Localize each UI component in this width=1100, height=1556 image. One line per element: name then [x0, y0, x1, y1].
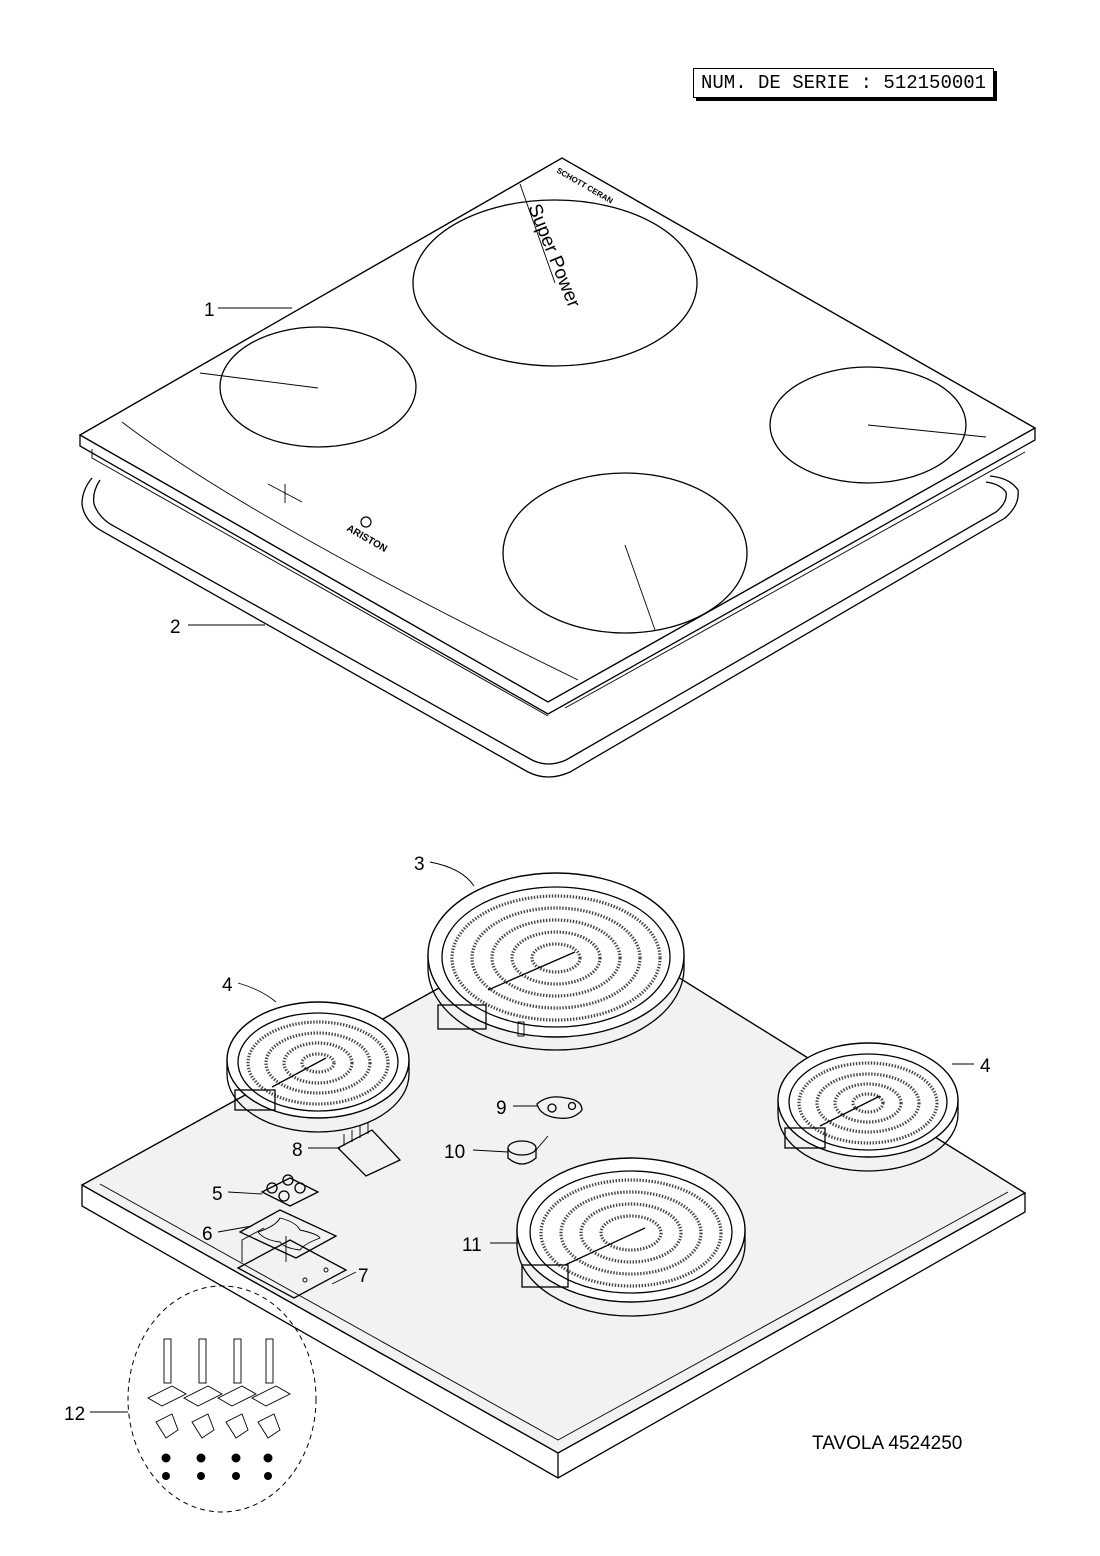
callout-11: 11: [462, 1235, 482, 1256]
callout-4-right: 4: [980, 1056, 991, 1077]
insulation-gasket: [238, 1209, 338, 1259]
fixing-screw-column-1: [147, 1338, 187, 1480]
callout-10: 10: [444, 1142, 465, 1163]
bracket: [336, 1122, 402, 1177]
callout-3: 3: [414, 854, 425, 875]
mounting-plate: [236, 1227, 348, 1299]
fixing-screw-column-3: [217, 1338, 257, 1480]
callout-4-left: 4: [222, 975, 233, 996]
fixing-kit: [127, 1285, 317, 1513]
fixing-screw-column-2: [183, 1338, 223, 1480]
callout-8: 8: [292, 1140, 303, 1161]
thermal-limiter: [536, 1096, 583, 1119]
heating-element-front: [516, 1157, 746, 1317]
drawing-table-number: TAVOLA 4524250: [812, 1433, 963, 1454]
indicator-light: [507, 1135, 549, 1165]
fixing-screw-column-4: [251, 1338, 291, 1480]
callout-1: 1: [204, 300, 215, 321]
callout-7: 7: [358, 1266, 369, 1287]
callout-5: 5: [212, 1184, 223, 1205]
heating-element-right: [777, 1042, 959, 1172]
terminal-block: [260, 1174, 320, 1207]
callout-12: 12: [64, 1404, 85, 1425]
glass-ceramic-top: [78, 157, 1037, 717]
callout-numbers: 1 2 3 4 4 5 6 7 8 9 10 11 12: [64, 300, 991, 1425]
callout-6: 6: [202, 1224, 213, 1245]
serial-number-label: NUM. DE SERIE : 512150001: [693, 68, 995, 98]
callout-9: 9: [496, 1098, 507, 1119]
heating-element-left: [226, 1001, 410, 1133]
heating-element-large: [427, 872, 685, 1051]
callout-leaders: [90, 307, 974, 1413]
callout-2: 2: [170, 617, 181, 638]
frame-gasket: [81, 475, 1019, 778]
